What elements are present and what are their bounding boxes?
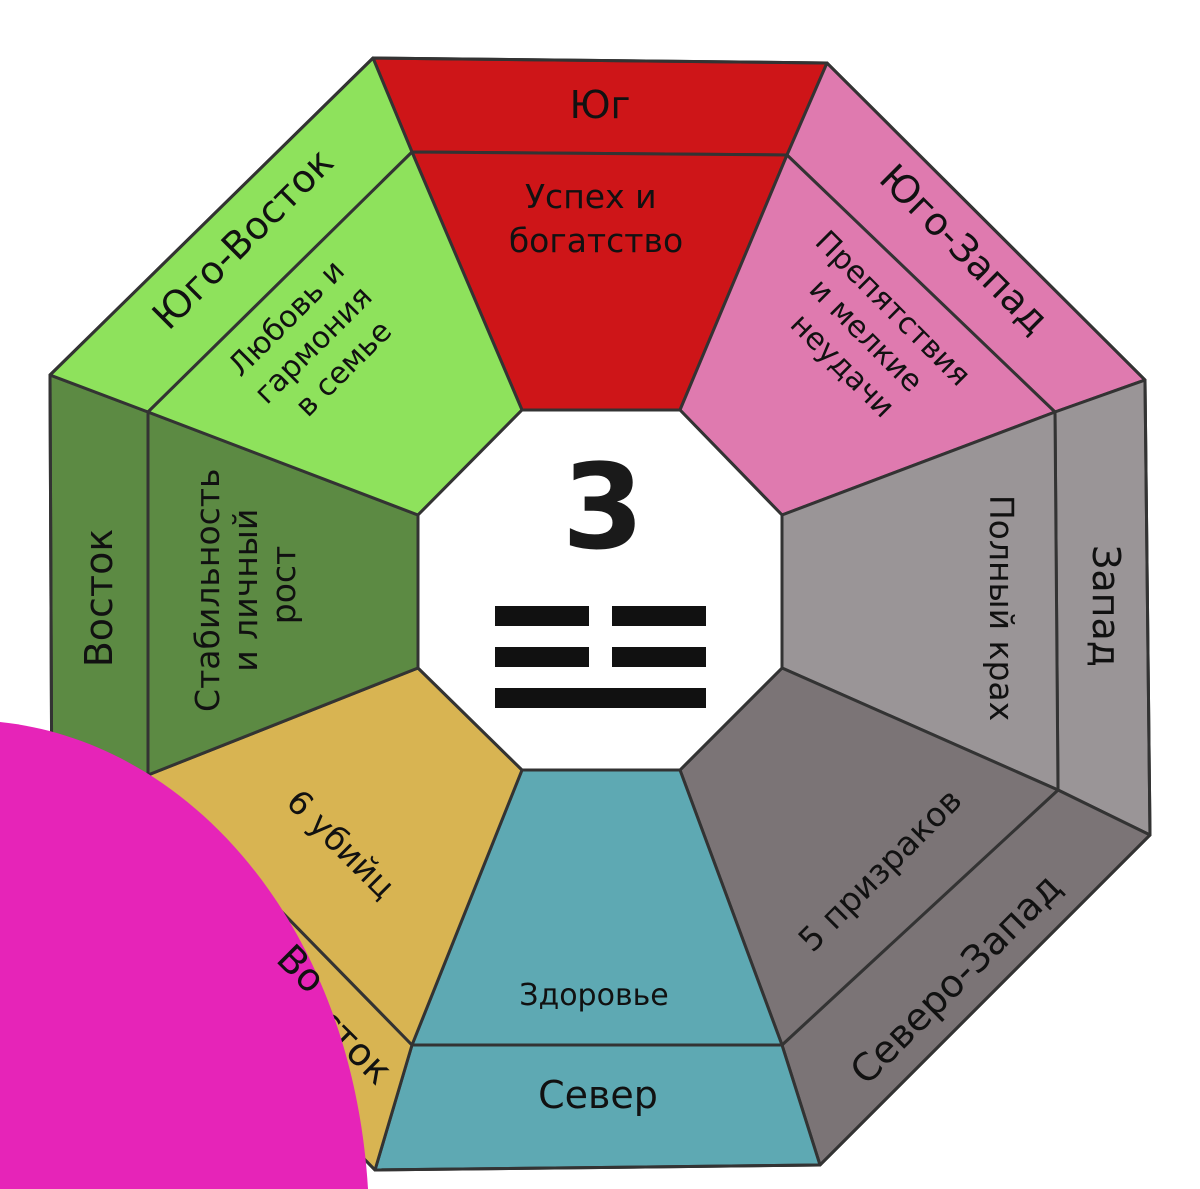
direction-label-west: Запад xyxy=(1084,545,1128,667)
trigram-line-top-left xyxy=(495,606,589,626)
aspect-label-north: Здоровье xyxy=(519,978,669,1013)
trigram-line-bottom xyxy=(495,688,706,708)
direction-label-south: Юг xyxy=(570,83,631,127)
outer-outline xyxy=(48,56,1152,1172)
center-number: 3 xyxy=(562,438,644,576)
aspect-label-west: Полный крах xyxy=(982,495,1021,721)
aspect-east-line-2: и личный xyxy=(226,509,265,672)
trigram-icon xyxy=(495,606,706,708)
aspect-south-line-1: Успех и xyxy=(525,177,657,216)
center-octagon xyxy=(416,408,784,772)
aspect-label-south: Успех и богатство xyxy=(509,177,683,260)
direction-label-north: Север xyxy=(538,1073,658,1117)
trigram-line-middle-right xyxy=(612,647,706,667)
aspect-east-line-3: рост xyxy=(264,546,303,625)
direction-label-east: Восток xyxy=(77,529,121,668)
aspect-south-line-2: богатство xyxy=(509,221,683,260)
magenta-corner-blob xyxy=(0,722,368,1189)
trigram-line-top-right xyxy=(612,606,706,626)
inner-ring xyxy=(146,150,1060,1047)
trigram-line-middle-left xyxy=(495,647,589,667)
aspect-east-line-1: Стабильность xyxy=(188,469,227,712)
aspect-label-east: Стабильность и личный рост xyxy=(188,458,303,712)
